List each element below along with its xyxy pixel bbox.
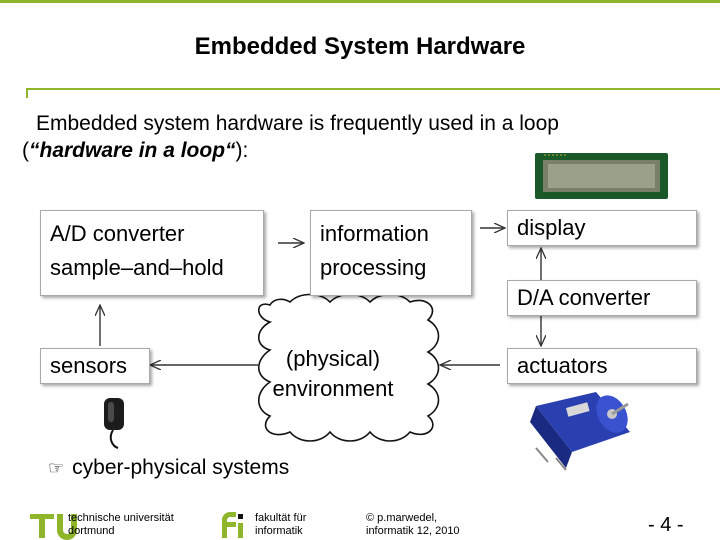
information-processing-box: information processing bbox=[310, 210, 472, 296]
intro-close: ): bbox=[235, 139, 249, 162]
top-accent-rule bbox=[0, 0, 720, 3]
fi-logo bbox=[222, 512, 243, 538]
sensor-photo bbox=[104, 398, 124, 449]
copyright: © p.marwedel, informatik 12, 2010 bbox=[366, 512, 460, 538]
environment-label: (physical) environment bbox=[258, 344, 408, 404]
university-line-2: dortmund bbox=[68, 525, 115, 537]
processing-label: processing bbox=[320, 255, 427, 280]
faculty-name: fakultät für informatik bbox=[255, 512, 306, 538]
tu-logo bbox=[30, 514, 77, 540]
sample-and-hold-label: sample–and–hold bbox=[50, 255, 224, 280]
lcd-display-photo bbox=[535, 153, 668, 199]
environment-blob bbox=[257, 293, 440, 442]
display-label: display bbox=[517, 215, 586, 240]
actuators-label: actuators bbox=[517, 353, 608, 378]
sensors-label: sensors bbox=[50, 353, 128, 378]
environment-line-1: (physical) bbox=[285, 346, 381, 371]
intro-quoted-phrase: “hardware in a loop“ bbox=[29, 139, 236, 162]
university-line-1: technische universität bbox=[68, 512, 174, 524]
slide-title: Embedded System Hardware bbox=[194, 33, 526, 60]
bullet-text: cyber-physical systems bbox=[72, 456, 290, 479]
information-label: information bbox=[320, 221, 429, 246]
motor-photo bbox=[530, 392, 630, 471]
environment-line-2: environment bbox=[272, 376, 394, 401]
university-name: technische universität dortmund bbox=[68, 512, 174, 538]
display-box: display bbox=[507, 210, 697, 246]
ad-converter-label: A/D converter bbox=[50, 221, 185, 246]
pointing-hand-icon: ☞ bbox=[48, 458, 65, 478]
title-underline bbox=[26, 88, 720, 90]
intro-open-paren: ( bbox=[22, 139, 29, 162]
faculty-line-2: informatik bbox=[255, 525, 303, 537]
sensors-box: sensors bbox=[40, 348, 150, 384]
intro-text: Embedded system hardware is frequently u… bbox=[22, 110, 662, 164]
ad-converter-box: A/D converter sample–and–hold bbox=[40, 210, 264, 296]
actuators-box: actuators bbox=[507, 348, 697, 384]
bullet-cyber-physical: ☞ cyber-physical systems bbox=[48, 456, 289, 480]
da-converter-box: D/A converter bbox=[507, 280, 697, 316]
faculty-line-1: fakultät für bbox=[255, 512, 307, 524]
intro-line-1: Embedded system hardware is frequently u… bbox=[36, 112, 559, 135]
copyright-line-1: © p.marwedel, bbox=[366, 512, 438, 524]
page-number: - 4 - bbox=[648, 514, 684, 536]
da-converter-label: D/A converter bbox=[517, 285, 651, 310]
copyright-line-2: informatik 12, 2010 bbox=[366, 525, 460, 537]
title-underline-tick bbox=[26, 88, 28, 98]
